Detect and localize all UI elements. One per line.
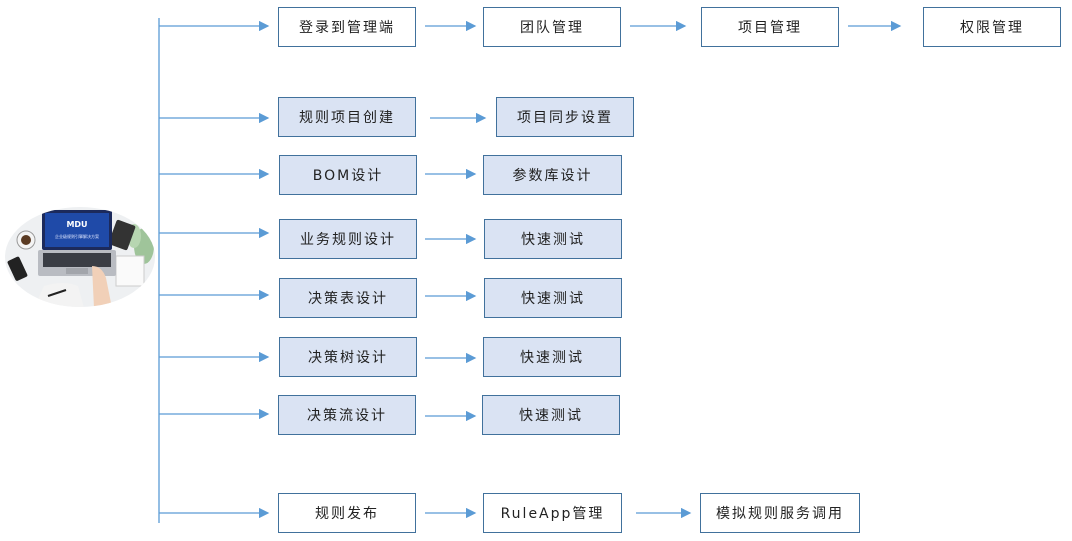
decision-table-box[interactable]: 决策表设计: [279, 278, 417, 318]
rule-publish-box[interactable]: 规则发布: [278, 493, 416, 533]
login-label: 登录到管理端: [299, 20, 395, 36]
simulate-service-label: 模拟规则服务调用: [716, 506, 844, 522]
laptop-screen-title: MDU: [66, 220, 87, 229]
project-box[interactable]: 项目管理: [701, 7, 839, 47]
sync-settings-box[interactable]: 项目同步设置: [496, 97, 634, 137]
team-label: 团队管理: [520, 20, 584, 36]
param-library-label: 参数库设计: [512, 168, 593, 184]
create-project-label: 规则项目创建: [299, 110, 395, 126]
sync-settings-label: 项目同步设置: [517, 110, 613, 126]
bom-design-box[interactable]: BOM设计: [279, 155, 417, 195]
bom-design-label: BOM设计: [312, 168, 384, 184]
create-project-box[interactable]: 规则项目创建: [278, 97, 416, 137]
business-rule-box[interactable]: 业务规则设计: [279, 219, 417, 259]
decision-tree-label: 决策树设计: [308, 350, 388, 366]
team-box[interactable]: 团队管理: [483, 7, 621, 47]
pen-icon: [47, 289, 67, 297]
coffee-cup-icon: [16, 230, 36, 250]
simulate-service-box[interactable]: 模拟规则服务调用: [700, 493, 860, 533]
phone-icon: [7, 256, 28, 281]
quick-test-box[interactable]: 快速测试: [482, 395, 620, 435]
decision-flow-label: 决策流设计: [307, 408, 387, 424]
quick-test-box[interactable]: 快速测试: [484, 219, 622, 259]
login-box[interactable]: 登录到管理端: [278, 7, 416, 47]
business-rule-label: 业务规则设计: [300, 232, 396, 248]
laptop-screen-subtitle: 企业级规则引擎解决方案: [55, 233, 99, 239]
quick-test-label: 快速测试: [520, 350, 584, 366]
quick-test-box[interactable]: 快速测试: [484, 278, 622, 318]
laptop-icon: [38, 210, 116, 276]
quick-test-label: 快速测试: [521, 232, 585, 248]
laptop-desk-illustration: MDU 企业级规则引擎解决方案: [5, 207, 155, 307]
quick-test-label: 快速测试: [519, 408, 583, 424]
permission-label: 权限管理: [960, 20, 1024, 36]
rule-publish-label: 规则发布: [315, 506, 379, 522]
calculator-icon: [108, 219, 136, 251]
hand-illustration: [92, 266, 112, 307]
decision-table-label: 决策表设计: [308, 291, 388, 307]
permission-box[interactable]: 权限管理: [923, 7, 1061, 47]
decision-flow-box[interactable]: 决策流设计: [278, 395, 416, 435]
notepad-icon: [115, 255, 145, 287]
ruleapp-box[interactable]: RuleApp管理: [483, 493, 622, 533]
param-library-box[interactable]: 参数库设计: [483, 155, 622, 195]
quick-test-label: 快速测试: [521, 291, 585, 307]
ruleapp-label: RuleApp管理: [500, 506, 605, 522]
project-label: 项目管理: [738, 20, 802, 36]
decision-tree-box[interactable]: 决策树设计: [279, 337, 417, 377]
quick-test-box[interactable]: 快速测试: [483, 337, 621, 377]
